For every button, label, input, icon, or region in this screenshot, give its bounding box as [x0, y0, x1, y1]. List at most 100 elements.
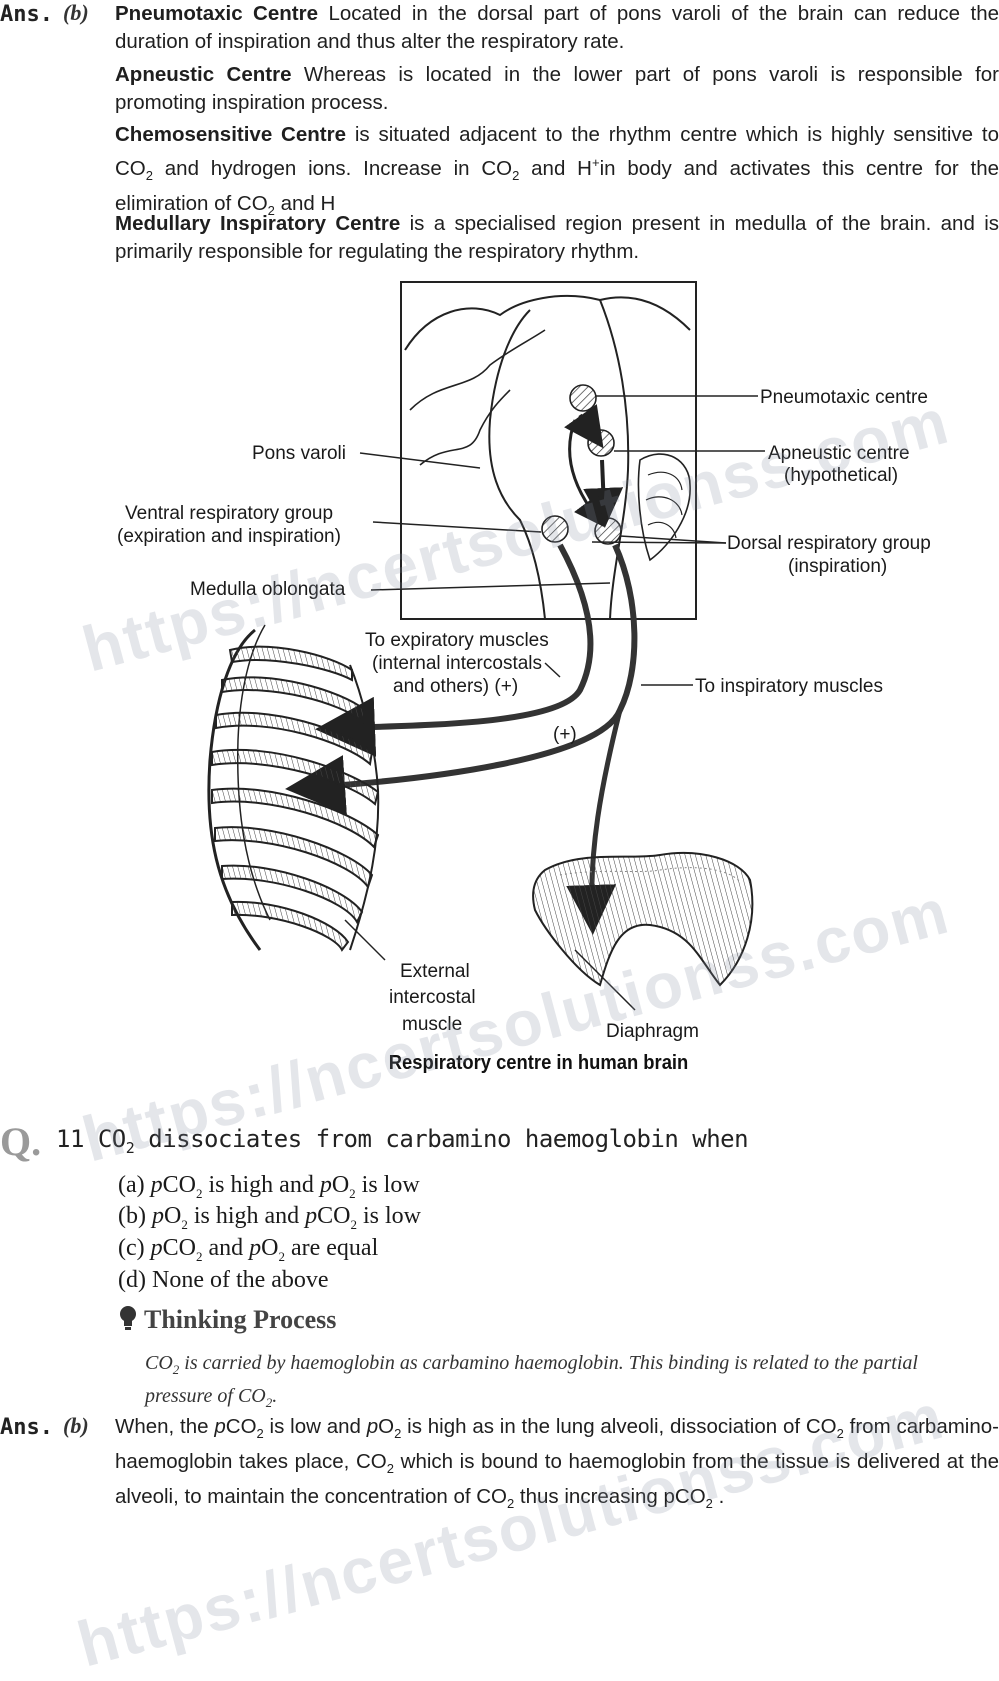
- option-text: is high and: [187, 1203, 306, 1229]
- thinking-text: .: [272, 1385, 278, 1407]
- italic-p: p: [214, 1415, 226, 1438]
- medullary-text: is a specialised region present in medul…: [115, 212, 999, 263]
- answer2-text: is low and: [263, 1415, 367, 1438]
- option-text: is low: [355, 1172, 420, 1198]
- italic-p: p: [305, 1203, 318, 1229]
- question-letter: Q.: [0, 1119, 42, 1164]
- label-apneustic-centre: Apneustic centre: [768, 443, 910, 464]
- option-a: (a) pCO2 is high and pO2 is low: [118, 1172, 420, 1202]
- label-muscle: muscle: [402, 1014, 462, 1035]
- question-text-part: dissociates from carbamino haemoglobin w…: [134, 1125, 749, 1153]
- subscript: 2: [349, 1185, 356, 1201]
- option-c: (c) pCO2 and pO2 are equal: [118, 1235, 378, 1265]
- subscript: 2: [512, 167, 520, 183]
- ribcage-illustration: [207, 624, 380, 952]
- subscript: 2: [394, 1426, 402, 1442]
- label-dorsal-group: Dorsal respiratory group: [727, 533, 931, 554]
- question-text: 11 CO2 dissociates from carbamino haemog…: [56, 1125, 749, 1157]
- bulb-icon: [120, 1306, 136, 1330]
- chemo-text: is situated adjacent to the rhythm centr…: [115, 123, 999, 180]
- option-d: (d) None of the above: [118, 1267, 329, 1294]
- italic-p: p: [366, 1415, 379, 1438]
- respiratory-centre-diagram: Pneumotaxic centre Apneustic centre (hyp…: [117, 281, 931, 1042]
- ventral-group-marker: [541, 515, 569, 543]
- thinking-text: CO: [145, 1352, 173, 1374]
- italic-p: p: [151, 1203, 164, 1229]
- subscript: 2: [195, 1185, 203, 1201]
- pneumotaxic-paragraph: Pneumotaxic Centre Located in the dorsal…: [115, 0, 999, 56]
- thinking-process-heading: Thinking Process: [118, 1305, 336, 1335]
- answer2-text: O: [378, 1415, 395, 1438]
- chemo-text: and H: [519, 156, 592, 180]
- answer-label: Ans.: [0, 2, 53, 27]
- arrow-apneu-to-dorsal: [583, 459, 624, 528]
- option-label: (b): [118, 1203, 152, 1229]
- option-text: CO: [162, 1172, 196, 1198]
- option-text: CO: [317, 1203, 351, 1229]
- answer-option: (b): [63, 1413, 89, 1438]
- question-text-part: CO: [83, 1125, 126, 1153]
- label-ventral-group: Ventral respiratory group: [125, 503, 333, 524]
- option-text: CO: [162, 1235, 196, 1261]
- answer2-text: thus increasing pCO: [514, 1485, 706, 1509]
- chemosensitive-paragraph: Chemosensitive Centre is situated adjace…: [115, 121, 999, 225]
- pneumotaxic-text: Located in the dorsal part of pons varol…: [115, 2, 999, 53]
- label-plus: (+): [553, 724, 577, 745]
- subscript: 2: [267, 203, 275, 219]
- italic-p: p: [249, 1235, 262, 1261]
- option-text: O: [261, 1235, 279, 1261]
- answer2-text: CO: [225, 1415, 257, 1438]
- option-label: (d) None of the above: [118, 1267, 329, 1293]
- italic-p: p: [319, 1172, 332, 1198]
- medullary-title: Medullary Inspiratory Centre: [115, 212, 401, 235]
- inspiratory-pathway-ribs: [285, 543, 638, 815]
- option-b: (b) pO2 is high and pCO2 is low: [118, 1203, 421, 1233]
- option-text: and: [202, 1235, 250, 1261]
- thinking-process-text: CO 2 is carried by haemoglobin as carbami…: [145, 1350, 965, 1416]
- option-label: (a): [118, 1172, 151, 1198]
- subscript: 2: [705, 1496, 713, 1512]
- subscript: 2: [181, 1216, 188, 1232]
- option-text: is low: [357, 1203, 422, 1229]
- option-label: (c): [118, 1235, 151, 1261]
- expiratory-pathway: [315, 543, 594, 757]
- arrow-pneumo-to-apneu: [564, 404, 604, 449]
- label-diaphragm: Diaphragm: [606, 1021, 699, 1042]
- answer2-text: .: [712, 1485, 725, 1509]
- pneumotaxic-title: Pneumotaxic Centre: [115, 2, 318, 25]
- pneumotaxic-centre-marker: [569, 384, 597, 412]
- apneustic-paragraph: Apneustic Centre Whereas is located in t…: [115, 61, 999, 117]
- answer-label: Ans.: [0, 1415, 53, 1440]
- answer-option: (b): [63, 0, 89, 25]
- subscript: 2: [265, 1395, 273, 1410]
- italic-p: p: [150, 1235, 163, 1261]
- question-header: Q. 11 CO2 dissociates from carbamino hae…: [0, 1118, 999, 1164]
- subscript: 2: [125, 1138, 135, 1157]
- label-dorsal-group-sub: (inspiration): [788, 556, 887, 577]
- label-and-others: and others) (+): [393, 676, 518, 697]
- label-medulla-oblongata: Medulla oblongata: [190, 579, 346, 600]
- dorsal-group-marker: [594, 517, 622, 545]
- label-external: External: [400, 961, 470, 982]
- thinking-title: Thinking Process: [144, 1305, 337, 1334]
- subscript: 2: [256, 1426, 264, 1442]
- subscript: 2: [195, 1248, 203, 1264]
- diaphragm-illustration: [532, 852, 754, 987]
- subscript: 2: [386, 1461, 394, 1477]
- label-ventral-group-sub: (expiration and inspiration): [117, 526, 341, 547]
- subscript: 2: [145, 167, 153, 183]
- label-pneumotaxic-centre: Pneumotaxic centre: [760, 387, 928, 408]
- arrow-pneumo-to-dorsal: [568, 419, 604, 528]
- apneustic-title: Apneustic Centre: [115, 63, 292, 86]
- option-text: are equal: [284, 1235, 379, 1261]
- superscript: +: [591, 155, 600, 170]
- chemo-text: and hydrogen ions. Increase in CO: [152, 156, 513, 180]
- option-text: is high and: [202, 1172, 320, 1198]
- subscript: 2: [350, 1216, 358, 1232]
- thinking-text: is carried by haemoglobin as carbamino h…: [145, 1352, 918, 1407]
- italic-p: p: [150, 1172, 163, 1198]
- chemo-title: Chemosensitive Centre: [115, 123, 346, 146]
- option-text: O: [163, 1203, 182, 1229]
- answer2-paragraph: When, the pCO2 is low and pO2 is high as…: [115, 1413, 999, 1518]
- subscript: 2: [836, 1426, 844, 1442]
